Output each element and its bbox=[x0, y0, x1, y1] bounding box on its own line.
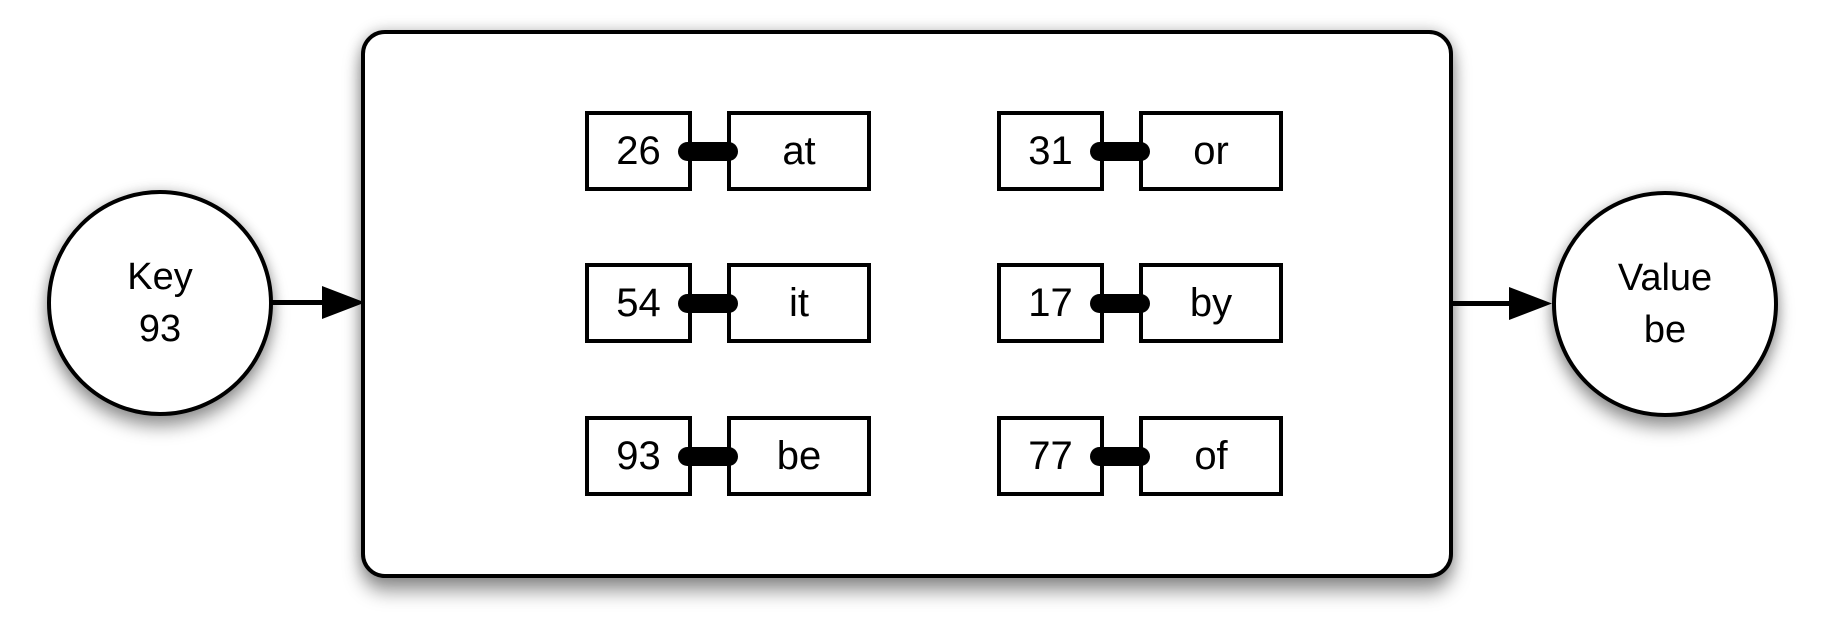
kv-pair: 31 or bbox=[997, 111, 1283, 191]
pair-value-box: of bbox=[1139, 416, 1283, 496]
pair-key-box: 54 bbox=[585, 263, 692, 343]
pair-key-box: 17 bbox=[997, 263, 1104, 343]
pair-connector bbox=[678, 294, 738, 313]
kv-pair: 93 be bbox=[585, 416, 871, 496]
pair-value-box: by bbox=[1139, 263, 1283, 343]
kv-pair: 26 at bbox=[585, 111, 871, 191]
pair-connector bbox=[1090, 447, 1150, 466]
pair-connector bbox=[1090, 294, 1150, 313]
value-node-value: be bbox=[1643, 309, 1687, 351]
arrow-key-to-map-icon bbox=[270, 286, 365, 319]
pair-connector bbox=[1090, 142, 1150, 161]
value-node-label: Value bbox=[1617, 257, 1713, 299]
key-node: Key 93 bbox=[47, 190, 273, 416]
kv-pair: 77 of bbox=[997, 416, 1283, 496]
pair-connector bbox=[678, 142, 738, 161]
key-node-label: Key bbox=[127, 256, 193, 298]
pair-key-box: 93 bbox=[585, 416, 692, 496]
pair-value-box: be bbox=[727, 416, 871, 496]
hashmap-container bbox=[361, 30, 1453, 578]
arrow-map-to-value-icon bbox=[1451, 287, 1552, 320]
pair-value-box: or bbox=[1139, 111, 1283, 191]
key-node-value: 93 bbox=[138, 308, 182, 350]
pair-key-box: 26 bbox=[585, 111, 692, 191]
kv-pair: 17 by bbox=[997, 263, 1283, 343]
value-node: Value be bbox=[1552, 191, 1778, 417]
pair-value-box: it bbox=[727, 263, 871, 343]
kv-pair: 54 it bbox=[585, 263, 871, 343]
pair-key-box: 31 bbox=[997, 111, 1104, 191]
pair-key-box: 77 bbox=[997, 416, 1104, 496]
pair-connector bbox=[678, 447, 738, 466]
pair-value-box: at bbox=[727, 111, 871, 191]
